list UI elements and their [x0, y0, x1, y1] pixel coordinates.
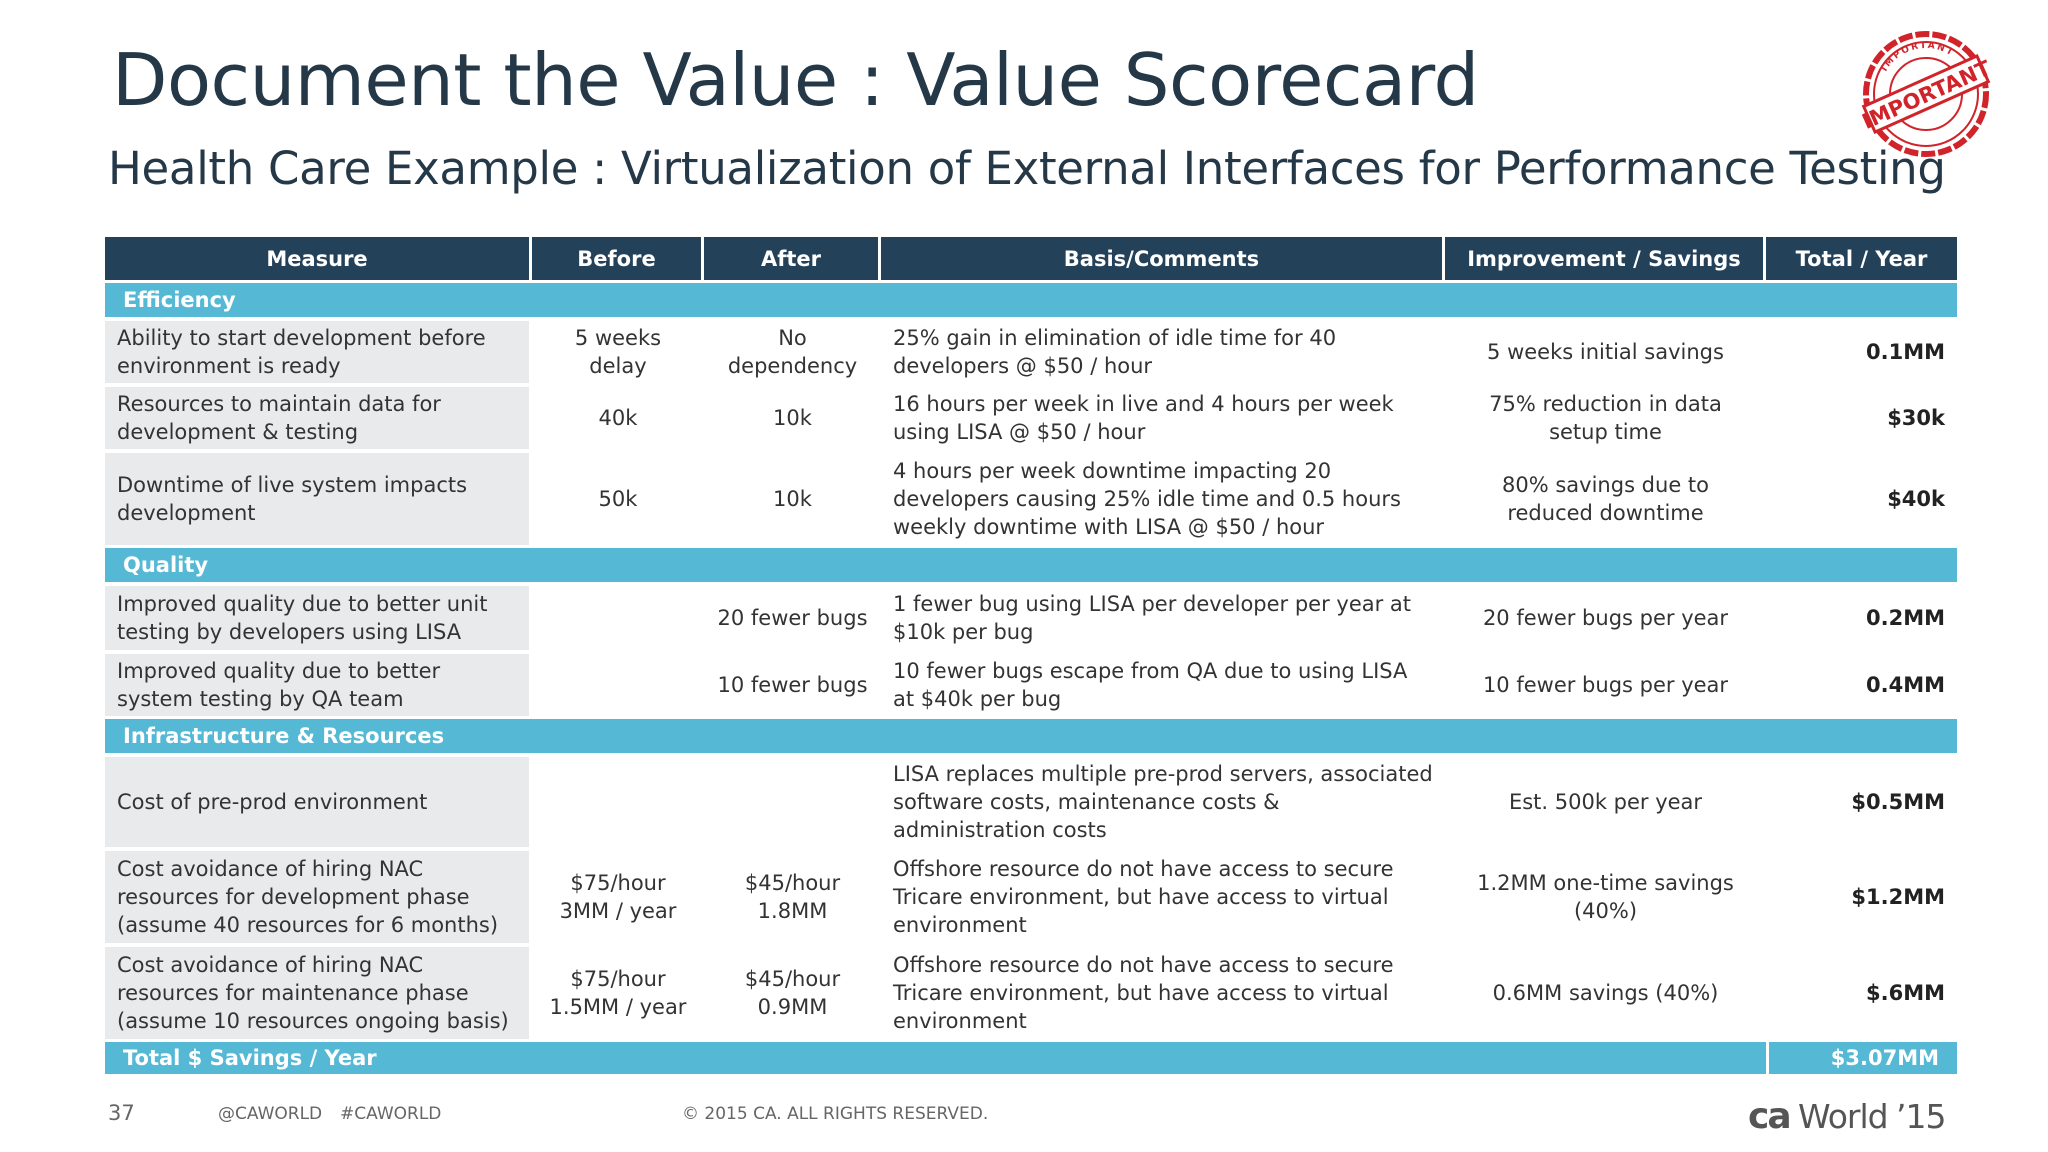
cell-before: 50k	[532, 449, 704, 545]
cell-improvement: 75% reduction in data setup time	[1445, 383, 1766, 449]
section-label: Quality	[105, 545, 1957, 582]
cell-after: No dependency	[704, 317, 881, 383]
cell-measure: Cost avoidance of hiring NAC resources f…	[105, 847, 532, 943]
table-row: Downtime of live system impacts developm…	[105, 449, 1957, 545]
cell-before	[532, 582, 704, 650]
section-infrastructure: Infrastructure & Resources	[105, 716, 1957, 753]
footer-handle: @CAWORLD	[218, 1104, 323, 1124]
section-label: Efficiency	[105, 280, 1957, 317]
footer-copyright: © 2015 CA. ALL RIGHTS RESERVED.	[682, 1104, 989, 1124]
col-header-basis: Basis/Comments	[881, 237, 1445, 280]
section-quality: Quality	[105, 545, 1957, 582]
table-header-row: Measure Before After Basis/Comments Impr…	[105, 237, 1957, 280]
cell-after: 10k	[704, 449, 881, 545]
cell-measure: Cost avoidance of hiring NAC resources f…	[105, 943, 532, 1039]
cell-before: 40k	[532, 383, 704, 449]
section-label: Infrastructure & Resources	[105, 716, 1957, 753]
value-scorecard-table: Measure Before After Basis/Comments Impr…	[105, 237, 1957, 1074]
cell-total: $40k	[1766, 449, 1957, 545]
cell-basis: Offshore resource do not have access to …	[881, 847, 1445, 943]
cell-improvement: 5 weeks initial savings	[1445, 317, 1766, 383]
col-header-after: After	[704, 237, 881, 280]
cell-basis: 10 fewer bugs escape from QA due to usin…	[881, 650, 1445, 716]
cell-total: 0.1MM	[1766, 317, 1957, 383]
cell-improvement: 20 fewer bugs per year	[1445, 582, 1766, 650]
grand-total-label: Total $ Savings / Year	[105, 1039, 1766, 1074]
cell-improvement: Est. 500k per year	[1445, 753, 1766, 847]
cell-after: $45/hour 1.8MM	[704, 847, 881, 943]
cell-basis: 1 fewer bug using LISA per developer per…	[881, 582, 1445, 650]
cell-after: 10k	[704, 383, 881, 449]
cell-basis: 25% gain in elimination of idle time for…	[881, 317, 1445, 383]
grand-total-value: $3.07MM	[1766, 1039, 1957, 1074]
footer-hashtag: #CAWORLD	[340, 1104, 442, 1124]
logo-world-text: World	[1798, 1097, 1888, 1136]
grand-total-row: Total $ Savings / Year $3.07MM	[105, 1039, 1957, 1074]
slide-title: Document the Value : Value Scorecard	[112, 38, 1479, 122]
table-row: Improved quality due to better system te…	[105, 650, 1957, 716]
cell-total: $0.5MM	[1766, 753, 1957, 847]
table-row: Cost of pre-prod environment LISA replac…	[105, 753, 1957, 847]
col-header-improvement: Improvement / Savings	[1445, 237, 1766, 280]
section-efficiency: Efficiency	[105, 280, 1957, 317]
cell-measure: Resources to maintain data for developme…	[105, 383, 532, 449]
table-row: Cost avoidance of hiring NAC resources f…	[105, 847, 1957, 943]
cell-total: $1.2MM	[1766, 847, 1957, 943]
cell-basis: 16 hours per week in live and 4 hours pe…	[881, 383, 1445, 449]
cell-improvement: 0.6MM savings (40%)	[1445, 943, 1766, 1039]
cell-basis: LISA replaces multiple pre-prod servers,…	[881, 753, 1445, 847]
stamp-main-text: IMPORTANT	[1860, 56, 1992, 134]
cell-before	[532, 753, 704, 847]
cell-basis: 4 hours per week downtime impacting 20 d…	[881, 449, 1445, 545]
col-header-before: Before	[532, 237, 704, 280]
table-row: Cost avoidance of hiring NAC resources f…	[105, 943, 1957, 1039]
cell-measure: Cost of pre-prod environment	[105, 753, 532, 847]
cell-improvement: 1.2MM one-time savings (40%)	[1445, 847, 1766, 943]
table-row: Improved quality due to better unit test…	[105, 582, 1957, 650]
cell-after: 20 fewer bugs	[704, 582, 881, 650]
cell-total: 0.2MM	[1766, 582, 1957, 650]
important-stamp-icon: IMPORTANT IMPORTANT	[1860, 31, 1992, 157]
cell-improvement: 80% savings due to reduced downtime	[1445, 449, 1766, 545]
cell-before: 5 weeks delay	[532, 317, 704, 383]
table-row: Ability to start development before envi…	[105, 317, 1957, 383]
page-number: 37	[108, 1101, 135, 1125]
cell-before	[532, 650, 704, 716]
cell-basis: Offshore resource do not have access to …	[881, 943, 1445, 1039]
col-header-measure: Measure	[105, 237, 532, 280]
cell-total: $.6MM	[1766, 943, 1957, 1039]
cell-measure: Downtime of live system impacts developm…	[105, 449, 532, 545]
cell-measure: Improved quality due to better system te…	[105, 650, 532, 716]
cell-total: $30k	[1766, 383, 1957, 449]
cell-total: 0.4MM	[1766, 650, 1957, 716]
cell-after	[704, 753, 881, 847]
logo-ca-text: ca	[1748, 1096, 1790, 1136]
cell-after: 10 fewer bugs	[704, 650, 881, 716]
col-header-total: Total / Year	[1766, 237, 1957, 280]
logo-year-text: ’15	[1896, 1097, 1945, 1136]
slide-subtitle: Health Care Example : Virtualization of …	[108, 142, 1946, 195]
cell-before: $75/hour 1.5MM / year	[532, 943, 704, 1039]
cell-before: $75/hour 3MM / year	[532, 847, 704, 943]
table-row: Resources to maintain data for developme…	[105, 383, 1957, 449]
cell-improvement: 10 fewer bugs per year	[1445, 650, 1766, 716]
cell-measure: Improved quality due to better unit test…	[105, 582, 532, 650]
ca-world-logo-icon: ca World ’15	[1748, 1096, 1946, 1136]
cell-measure: Ability to start development before envi…	[105, 317, 532, 383]
cell-after: $45/hour 0.9MM	[704, 943, 881, 1039]
